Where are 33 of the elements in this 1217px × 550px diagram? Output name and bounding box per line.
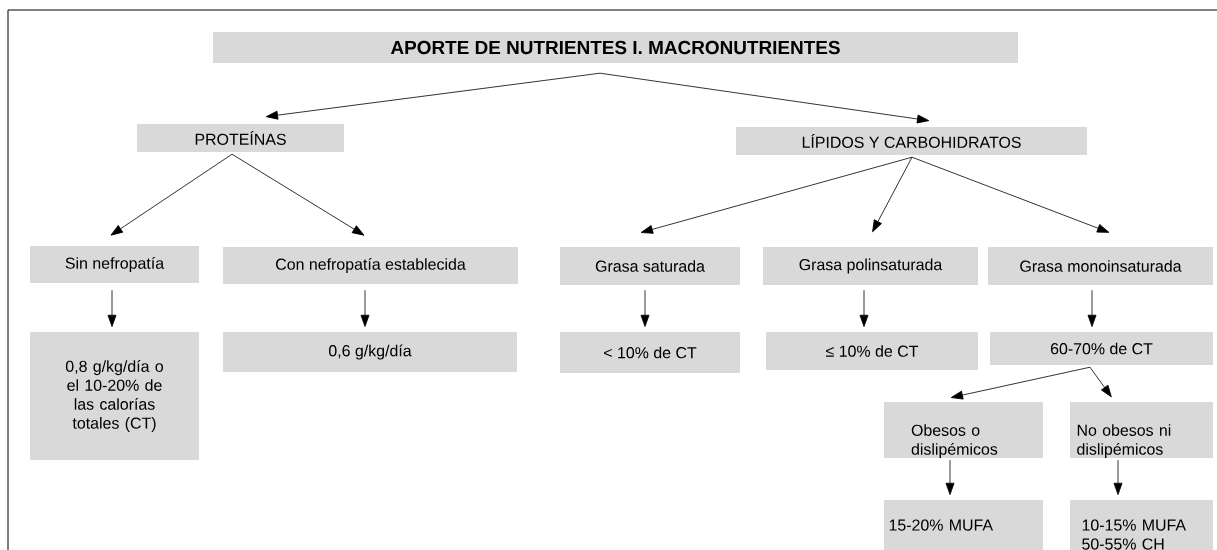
category-box: 0,6 g/kg/día xyxy=(223,332,517,372)
category-box: Grasa saturada xyxy=(560,247,740,285)
category-box: Grasa polinsaturada xyxy=(763,247,978,285)
arrow xyxy=(640,289,650,327)
arrow xyxy=(265,72,601,120)
category-box: LÍPIDOS Y CARBOHIDRATOS xyxy=(736,127,1087,155)
category-box: PROTEÍNAS xyxy=(137,124,344,152)
category-box: 0,8 g/kg/día o el 10-20% de las calorías totales (CT) xyxy=(30,332,199,460)
arrow xyxy=(1087,289,1097,327)
category-box: 60-70% de CT xyxy=(990,332,1213,365)
category-box: ≤ 10% de CT xyxy=(766,332,978,370)
arrow xyxy=(859,289,869,327)
category-box: 10-15% MUFA 50-55% CH xyxy=(1070,500,1213,550)
arrow xyxy=(950,366,1091,400)
arrow xyxy=(911,156,1110,233)
arrow xyxy=(107,289,117,327)
category-box: No obesos ni dislipémicos xyxy=(1070,402,1213,458)
arrow xyxy=(1089,366,1112,398)
category-box: Grasa monoinsaturada xyxy=(988,247,1213,285)
arrow xyxy=(360,289,370,327)
category-box: < 10% de CT xyxy=(560,332,740,373)
category-box: Con nefropatía establecida xyxy=(223,247,518,284)
arrow xyxy=(599,72,930,124)
arrow xyxy=(872,156,913,233)
arrow xyxy=(945,459,955,495)
arrow xyxy=(231,153,365,236)
category-box: 15-20% MUFA xyxy=(884,500,1043,550)
title-box: APORTE DE NUTRIENTES I. MACRONUTRIENTES xyxy=(213,32,1018,63)
arrow xyxy=(1113,459,1123,495)
arrow xyxy=(110,153,233,236)
category-box: Sin nefropatía xyxy=(30,246,199,283)
category-box: Obesos o dislipémicos xyxy=(884,402,1043,458)
arrow xyxy=(640,156,913,234)
